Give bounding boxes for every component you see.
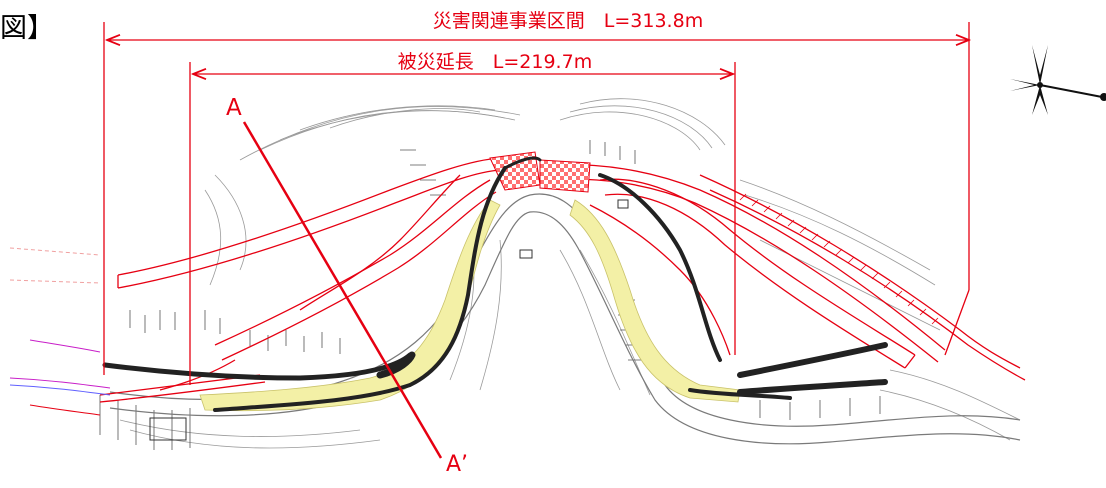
section-label-end: A’ <box>446 452 469 477</box>
damaged-area <box>489 151 591 193</box>
title-fragment: 図】 <box>0 13 54 44</box>
retaining-wall <box>102 156 888 412</box>
section-label-start: A <box>226 95 242 121</box>
inner-dimension-label: 被災延長 L=219.7m <box>397 51 593 73</box>
proposed-road <box>99 157 1026 403</box>
section-line <box>242 121 443 459</box>
hatched-strip <box>739 193 939 325</box>
structures <box>149 199 629 441</box>
terrain-contours <box>119 98 1021 449</box>
dimension-inner <box>189 62 736 385</box>
dimension-outer <box>103 22 969 375</box>
side-lines <box>9 247 111 416</box>
outer-dimension-label: 災害関連事業区間 L=313.8m <box>432 10 704 32</box>
north-arrow-icon <box>1010 45 1106 115</box>
